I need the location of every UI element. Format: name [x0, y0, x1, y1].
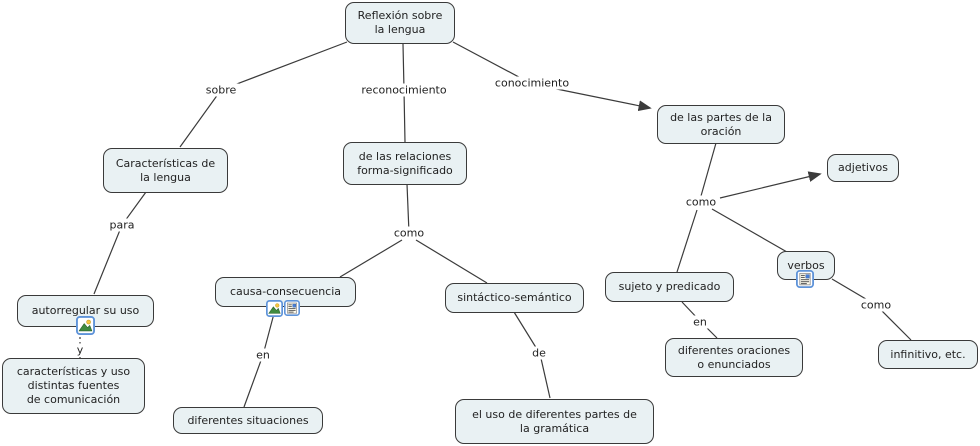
concept-diferentes-situaciones[interactable]: diferentes situaciones — [173, 407, 323, 434]
line-caracteristicas-autorregular — [93, 191, 147, 295]
line-como-causa — [339, 239, 403, 278]
line-como-adjetivos — [719, 171, 822, 199]
line-reflexion-partes — [452, 41, 652, 112]
line-como-sintactico — [415, 239, 488, 284]
link-label-en-izquierda[interactable]: en — [254, 348, 272, 362]
line-partes-como — [700, 142, 717, 197]
link-label-para[interactable]: para — [107, 218, 137, 232]
concept-diferentes-oraciones[interactable]: diferentes oraciones o enunciados — [665, 338, 803, 377]
concept-adjetivos[interactable]: adjetivos — [827, 154, 899, 182]
link-label-de[interactable]: de — [530, 346, 548, 360]
link-label-conocimiento[interactable]: conocimiento — [492, 76, 572, 90]
concept-reflexion[interactable]: Reflexión sobre la lengua — [345, 2, 455, 44]
concept-sintactico-semantico[interactable]: sintáctico-semántico — [445, 283, 584, 313]
concept-caracteristicas-fuentes[interactable]: características y uso distintas fuentes … — [2, 358, 145, 414]
image-resource-icon[interactable] — [266, 300, 283, 317]
line-como-verbos — [711, 208, 788, 253]
concept-sujeto-predicado[interactable]: sujeto y predicado — [605, 272, 734, 302]
document-resource-icon[interactable] — [796, 270, 814, 288]
link-label-y[interactable]: y — [74, 343, 86, 357]
concept-relaciones-forma[interactable]: de las relaciones forma-significado — [343, 142, 467, 185]
concept-caracteristicas-lengua[interactable]: Características de la lengua — [103, 148, 228, 193]
concept-uso-partes-gramatica[interactable]: el uso de diferentes partes de la gramát… — [455, 399, 654, 444]
link-label-como-extremo[interactable]: como — [858, 298, 894, 312]
link-label-como-centro[interactable]: como — [391, 226, 427, 240]
concept-partes-oracion[interactable]: de las partes de la oración — [657, 105, 785, 144]
image-resource-icon[interactable] — [76, 316, 95, 335]
document-resource-icon[interactable] — [284, 300, 300, 316]
link-label-reconocimiento[interactable]: reconocimiento — [359, 83, 449, 97]
link-label-como-derecha[interactable]: como — [683, 195, 719, 209]
line-como-sujeto — [676, 209, 698, 273]
link-label-en-derecha[interactable]: en — [691, 315, 709, 329]
concept-autorregular-uso[interactable]: autorregular su uso — [17, 295, 154, 327]
concept-infinitivo[interactable]: infinitivo, etc. — [878, 340, 978, 369]
link-label-sobre[interactable]: sobre — [203, 83, 239, 97]
